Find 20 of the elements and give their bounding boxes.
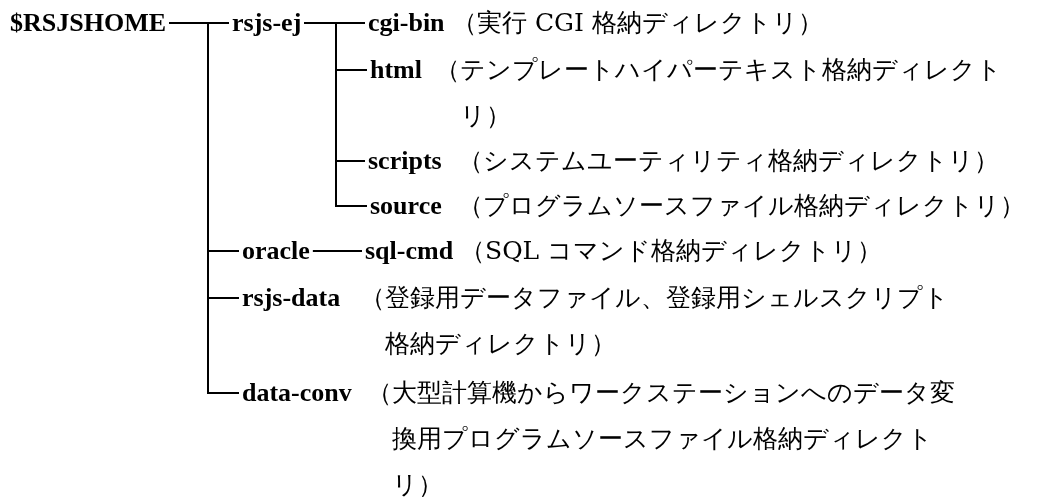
directory-description: （テンプレートハイパーテキスト格納ディレクトリ） — [435, 54, 1003, 132]
directory-description: （大型計算機からワークステーションへのデータ変換用プログラムソースファイル格納ディレクトリ） — [367, 377, 956, 497]
directory-name: scripts — [368, 146, 442, 176]
directory-description: （プログラムソースファイル格納ディレクトリ） — [458, 190, 1026, 222]
directory-name: rsjs-data — [242, 283, 341, 313]
directory-description: （実行 CGI 格納ディレクトリ） — [452, 7, 824, 39]
directory-description: （登録用データファイル、登録用シェルスクリプト格納ディレクトリ） — [360, 282, 950, 360]
directory-name: sql-cmd — [365, 236, 454, 266]
tree-connector — [303, 22, 368, 207]
directory-name: $RSJSHOME — [10, 8, 167, 38]
directory-description: （SQL コマンド格納ディレクトリ） — [460, 235, 884, 267]
tree-connector — [168, 22, 240, 394]
directory-name: html — [370, 55, 422, 85]
directory-name: oracle — [242, 236, 310, 266]
directory-name: rsjs-ej — [232, 8, 302, 38]
directory-description: （システムユーティリティ格納ディレクトリ） — [458, 145, 1000, 177]
directory-name: source — [370, 191, 442, 221]
directory-name: cgi-bin — [368, 8, 445, 38]
directory-name: data-conv — [242, 378, 352, 408]
tree-connector — [311, 250, 363, 252]
